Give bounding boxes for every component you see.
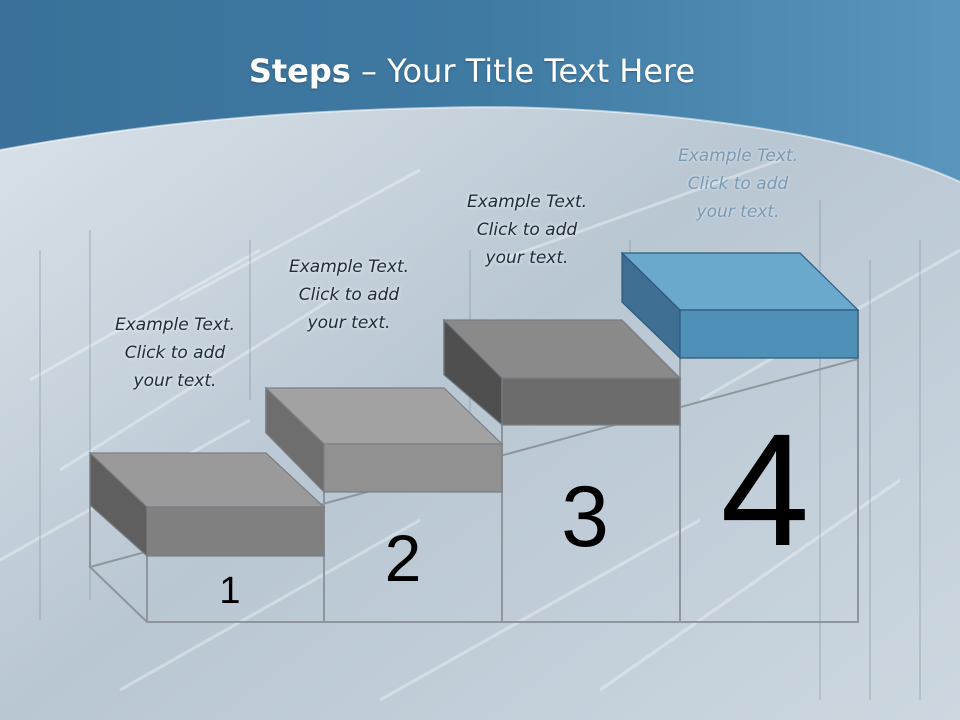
step-1-caption[interactable]: Example Text. Click to add your text. — [80, 311, 270, 395]
page-title: Steps – Your Title Text Here — [0, 52, 944, 90]
step-3-number: 3 — [561, 469, 609, 565]
caption-line: Example Text. — [677, 146, 799, 166]
step-2-number: 2 — [384, 521, 422, 595]
caption-line: Example Text. — [288, 257, 410, 277]
caption-line: your text. — [485, 248, 569, 268]
caption-line: Click to add — [476, 220, 578, 240]
step-4-caption[interactable]: Example Text. Click to add your text. — [643, 142, 833, 226]
step-2-caption[interactable]: Example Text. Click to add your text. — [254, 253, 444, 337]
step-block-1 — [88, 451, 326, 558]
caption-line: your text. — [696, 202, 780, 222]
caption-line: your text. — [307, 313, 391, 333]
title-rest: – Your Title Text Here — [350, 52, 696, 90]
step-3-caption[interactable]: Example Text. Click to add your text. — [432, 188, 622, 272]
steps-graphic — [88, 251, 860, 623]
caption-line: Click to add — [124, 343, 226, 363]
step-4-number: 4 — [720, 400, 810, 579]
step-block-4 — [620, 251, 860, 360]
caption-line: your text. — [133, 371, 217, 391]
step-block-2 — [264, 386, 504, 494]
caption-line: Click to add — [298, 285, 400, 305]
caption-line: Example Text. — [466, 192, 588, 212]
step-1-number: 1 — [219, 570, 241, 612]
step-block-3 — [442, 318, 682, 427]
caption-line: Click to add — [687, 174, 789, 194]
title-bold: Steps — [248, 52, 351, 90]
caption-line: Example Text. — [114, 315, 236, 335]
